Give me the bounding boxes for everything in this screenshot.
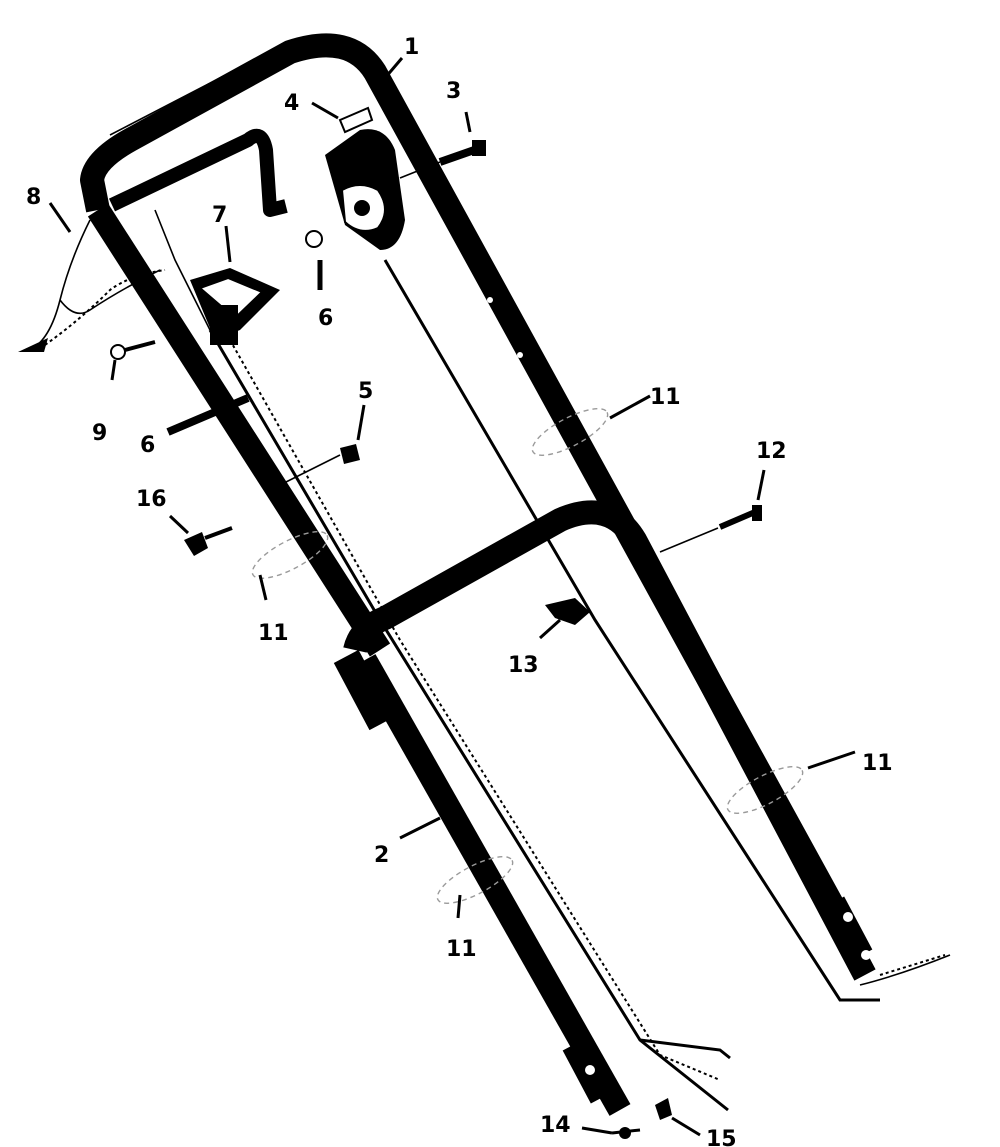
callout-16: 16 (136, 487, 167, 512)
callout-11-left: 11 (258, 621, 289, 646)
bolt-hole (585, 1065, 595, 1075)
bolt-hole (861, 950, 871, 960)
callout-4: 4 (284, 91, 299, 116)
callout-8-left: 8 (26, 185, 41, 210)
bracket-15 (655, 1098, 672, 1120)
callout-6-lower: 6 (140, 433, 155, 458)
callout-11-lower-right: 11 (862, 751, 893, 776)
lower-handle-left-leg (354, 654, 631, 1116)
callout-2: 2 (374, 843, 389, 868)
throttle-cable (383, 259, 880, 1002)
rod-6 (166, 394, 250, 436)
bolt-9 (110, 340, 156, 360)
rope-handle (18, 338, 48, 352)
callout-11-upper-right: 11 (650, 385, 681, 410)
bolt-3 (438, 140, 486, 166)
handle-overlap-bracket (333, 649, 395, 731)
callout-5: 5 (358, 379, 373, 404)
callout-12: 12 (756, 439, 787, 464)
engine-control-assembly (325, 106, 405, 250)
cable-clip-13 (545, 598, 590, 625)
bolt-14 (611, 1127, 641, 1139)
cable-tie-11d (436, 856, 514, 904)
callout-14: 14 (540, 1113, 571, 1138)
upper-handle (80, 33, 871, 961)
bolt-hole (843, 912, 853, 922)
callout-7: 7 (212, 203, 227, 228)
nut-5b (340, 444, 360, 464)
lower-handle (343, 500, 876, 981)
control-lever-7 (190, 268, 280, 345)
upper-handle-left-leg (87, 203, 391, 657)
cable-tie-11a (531, 408, 609, 456)
control-bail (108, 128, 288, 217)
callout-15: 15 (706, 1127, 737, 1147)
callout-1: 1 (404, 35, 419, 60)
callout-13: 13 (508, 653, 539, 678)
cable-tie-11c (726, 766, 804, 814)
knob-16 (184, 526, 233, 556)
callout-3: 3 (446, 79, 461, 104)
drive-cable (208, 329, 729, 1112)
callout-9: 9 (92, 421, 107, 446)
cable-tie-11b (251, 531, 329, 579)
callout-11-bottom: 11 (446, 937, 477, 962)
bolt-12 (718, 505, 762, 530)
nut-5 (305, 230, 323, 290)
callout-6-upper: 6 (318, 306, 333, 331)
lower-handle-end-right (817, 896, 873, 964)
